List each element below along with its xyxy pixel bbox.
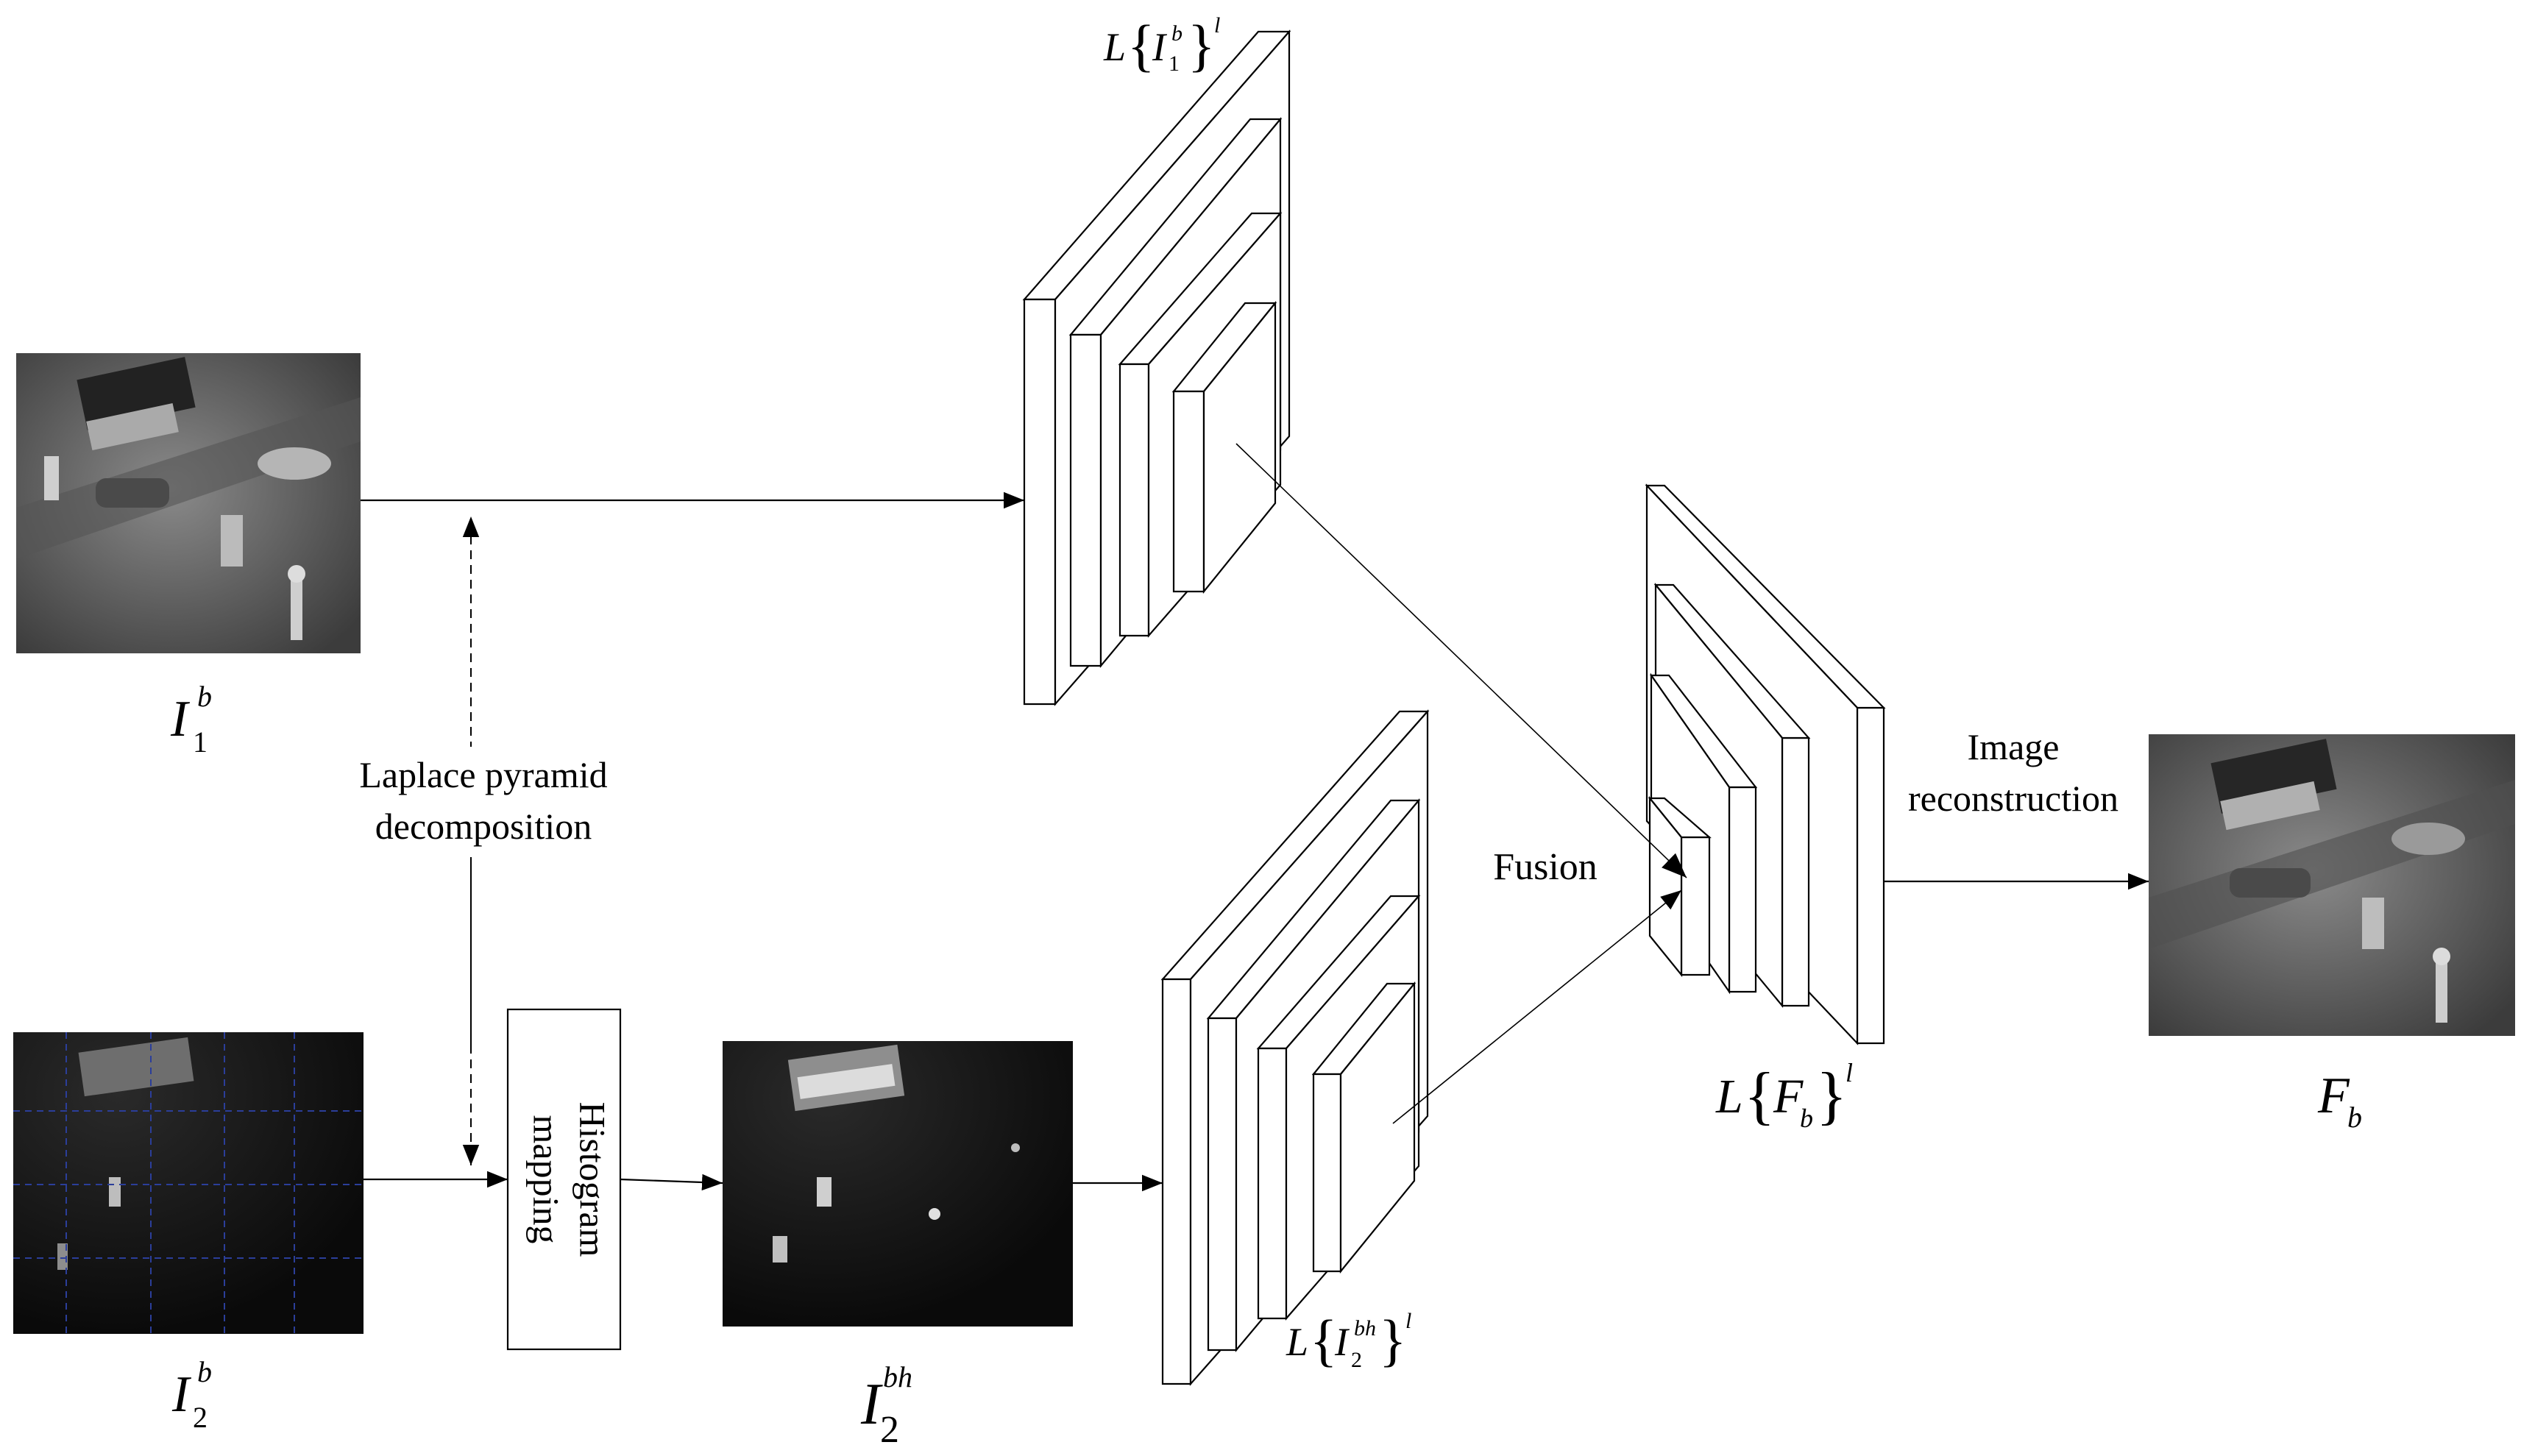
label-i2bh: I 2 bh bbox=[860, 1360, 912, 1451]
svg-text:}: } bbox=[1816, 1060, 1847, 1132]
label-pyramid-i1b: L { I 1 b } l bbox=[1103, 13, 1220, 77]
recon-label-line1: Image bbox=[1968, 726, 2060, 767]
fusion-line-top bbox=[1235, 443, 1687, 878]
histogram-label-line1: Histogram bbox=[572, 1101, 614, 1257]
svg-text:1: 1 bbox=[1169, 52, 1180, 76]
svg-text:l: l bbox=[1405, 1309, 1411, 1333]
image-i2b bbox=[13, 1032, 364, 1334]
fusion-line-bottom bbox=[1392, 889, 1682, 1124]
label-fb: F b bbox=[2317, 1068, 2362, 1134]
svg-text:b: b bbox=[1800, 1104, 1813, 1133]
svg-text:{: { bbox=[1310, 1308, 1337, 1372]
svg-text:I: I bbox=[1334, 1320, 1350, 1364]
laplace-label-line1: Laplace pyramid bbox=[359, 754, 607, 795]
image-i2bh bbox=[723, 1041, 1073, 1327]
svg-text:L: L bbox=[1103, 25, 1126, 69]
svg-text:2: 2 bbox=[193, 1401, 208, 1434]
svg-text:}: } bbox=[1379, 1308, 1406, 1372]
svg-text:I: I bbox=[860, 1372, 883, 1437]
label-i1b: I 1 b bbox=[170, 680, 212, 759]
pyramid-i2bh bbox=[1160, 709, 1430, 1386]
svg-text:{: { bbox=[1744, 1060, 1775, 1132]
label-pyramid-fb: L { F b } l bbox=[1715, 1058, 1853, 1133]
recon-label-line2: reconstruction bbox=[1908, 778, 2118, 819]
svg-text:I: I bbox=[1152, 25, 1168, 69]
connectors bbox=[361, 443, 2149, 1192]
svg-text:2: 2 bbox=[1351, 1348, 1362, 1372]
arrow-histogram-to-i2bh bbox=[620, 1173, 723, 1191]
histogram-mapping-box: Histogram mapping bbox=[506, 1008, 622, 1351]
svg-text:F: F bbox=[1773, 1070, 1804, 1123]
fusion-label: Fusion bbox=[1493, 846, 1598, 888]
pyramid-fb bbox=[1645, 483, 1886, 1045]
svg-text:L: L bbox=[1286, 1320, 1308, 1364]
pyramid-i1b bbox=[1022, 29, 1291, 706]
svg-text:b: b bbox=[1171, 21, 1183, 46]
svg-text:1: 1 bbox=[193, 725, 208, 759]
label-i2b: I 2 b bbox=[171, 1355, 212, 1434]
svg-text:}: } bbox=[1188, 13, 1215, 77]
svg-text:F: F bbox=[2317, 1068, 2350, 1124]
svg-text:bh: bh bbox=[1354, 1316, 1376, 1340]
image-fb bbox=[2149, 734, 2515, 1036]
svg-text:l: l bbox=[1845, 1058, 1853, 1087]
svg-text:bh: bh bbox=[883, 1360, 912, 1393]
svg-text:l: l bbox=[1214, 13, 1220, 38]
svg-text:2: 2 bbox=[880, 1409, 899, 1451]
svg-text:I: I bbox=[170, 691, 191, 747]
svg-text:L: L bbox=[1715, 1070, 1743, 1123]
svg-text:I: I bbox=[171, 1366, 192, 1423]
image-i1b bbox=[16, 353, 361, 653]
laplace-label-line2: decomposition bbox=[375, 806, 592, 847]
laplace-label-bg bbox=[331, 747, 625, 857]
label-pyramid-i2bh: L { I 2 bh } l bbox=[1286, 1308, 1411, 1372]
svg-text:{: { bbox=[1127, 13, 1155, 77]
svg-text:b: b bbox=[2347, 1101, 2362, 1134]
svg-text:b: b bbox=[197, 680, 212, 713]
svg-text:b: b bbox=[197, 1355, 212, 1388]
histogram-label-line2: mapping bbox=[526, 1115, 567, 1244]
